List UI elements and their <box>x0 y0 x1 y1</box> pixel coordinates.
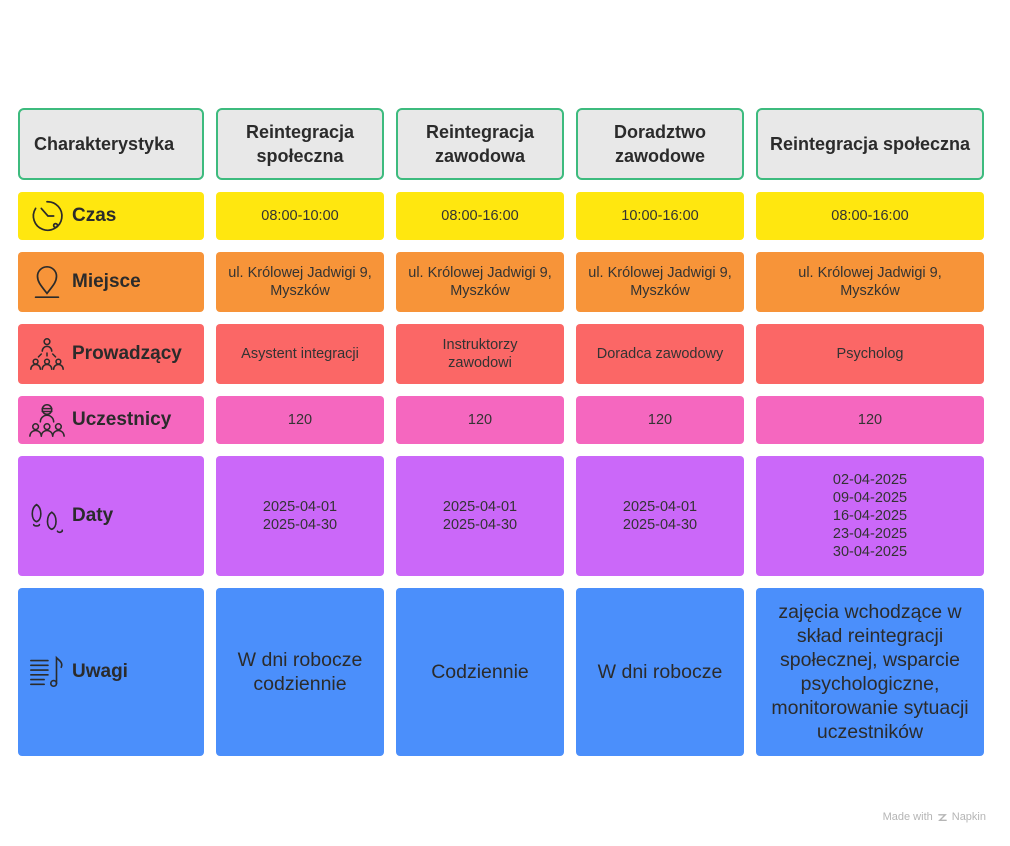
row-label-text: Miejsce <box>72 271 141 292</box>
prowadzacy-value-3: Doradca zawodowy <box>576 324 744 384</box>
clock-icon <box>28 197 66 235</box>
uwagi-value-3: W dni robocze <box>576 588 744 756</box>
uczestnicy-value-2: 120 <box>396 396 564 444</box>
uczestnicy-value-4: 120 <box>756 396 984 444</box>
czas-value-3: 10:00-16:00 <box>576 192 744 240</box>
watermark-made-with: Made with <box>882 811 933 823</box>
presenter-icon <box>28 335 66 373</box>
row-label-text: Uczestnicy <box>72 409 172 430</box>
header-col-2: Reintegracja zawodowa <box>396 108 564 180</box>
header-col-1: Reintegracja społeczna <box>216 108 384 180</box>
header-col-4: Reintegracja społeczna <box>756 108 984 180</box>
row-label-uczestnicy: Uczestnicy <box>18 396 204 444</box>
uczestnicy-value-3: 120 <box>576 396 744 444</box>
row-label-text: Czas <box>72 205 117 226</box>
group-icon <box>28 401 66 439</box>
row-label-czas: Czas <box>18 192 204 240</box>
uwagi-value-4: zajęcia wchodzące w skład reintegracji s… <box>756 588 984 756</box>
row-label-daty: Daty <box>18 456 204 576</box>
notes-icon <box>28 653 66 691</box>
uczestnicy-value-1: 120 <box>216 396 384 444</box>
prowadzacy-value-4: Psycholog <box>756 324 984 384</box>
czas-value-4: 08:00-16:00 <box>756 192 984 240</box>
napkin-watermark: Made with Napkin <box>883 811 986 823</box>
row-label-text: Uwagi <box>72 661 128 682</box>
czas-value-1: 08:00-10:00 <box>216 192 384 240</box>
location-pin-icon <box>28 263 66 301</box>
daty-value-3: 2025-04-01 2025-04-30 <box>576 456 744 576</box>
daty-value-2: 2025-04-01 2025-04-30 <box>396 456 564 576</box>
daty-value-1: 2025-04-01 2025-04-30 <box>216 456 384 576</box>
header-charakterystyka: Charakterystyka <box>18 108 204 180</box>
prowadzacy-value-1: Asystent integracji <box>216 324 384 384</box>
uwagi-value-2: Codziennie <box>396 588 564 756</box>
row-label-uwagi: Uwagi <box>18 588 204 756</box>
napkin-logo-icon <box>937 813 947 821</box>
uwagi-value-1: W dni robocze codziennie <box>216 588 384 756</box>
miejsce-value-1: ul. Królowej Jadwigi 9, Myszków <box>216 252 384 312</box>
czas-value-2: 08:00-16:00 <box>396 192 564 240</box>
miejsce-value-4: ul. Królowej Jadwigi 9, Myszków <box>756 252 984 312</box>
row-label-miejsce: Miejsce <box>18 252 204 312</box>
row-label-prowadzacy: Prowadzący <box>18 324 204 384</box>
footprints-icon <box>28 497 66 535</box>
row-label-text: Daty <box>72 505 114 526</box>
row-label-text: Prowadzący <box>72 343 182 364</box>
daty-value-4: 02-04-2025 09-04-2025 16-04-2025 23-04-2… <box>756 456 984 576</box>
watermark-brand: Napkin <box>951 811 986 823</box>
miejsce-value-3: ul. Królowej Jadwigi 9, Myszków <box>576 252 744 312</box>
header-col-3: Doradztwo zawodowe <box>576 108 744 180</box>
miejsce-value-2: ul. Królowej Jadwigi 9, Myszków <box>396 252 564 312</box>
prowadzacy-value-2: Instruktorzy zawodowi <box>396 324 564 384</box>
